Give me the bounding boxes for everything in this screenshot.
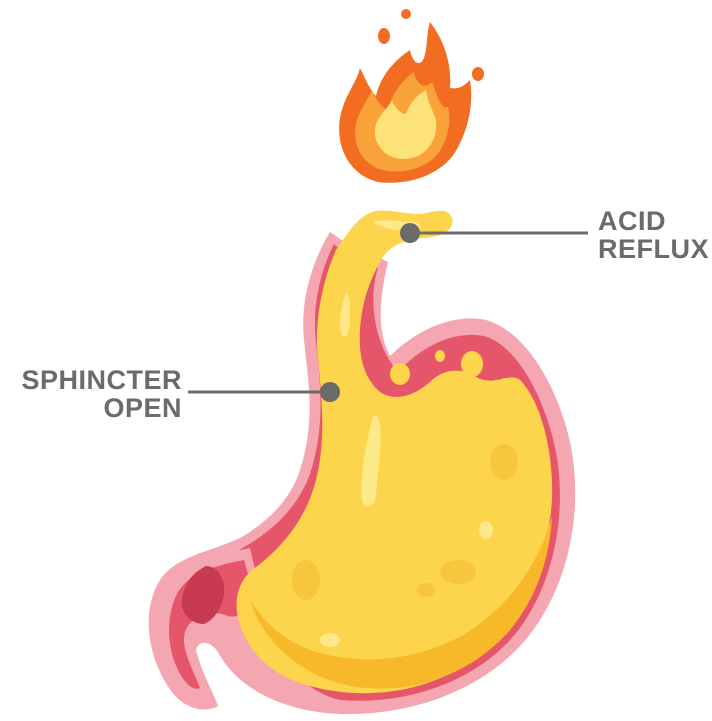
sphincter-open-label-line2: OPEN bbox=[10, 394, 182, 422]
acid-bubble bbox=[490, 444, 518, 480]
acid-bubble bbox=[440, 560, 476, 584]
flame-spark bbox=[378, 28, 390, 44]
acid-bubble bbox=[499, 378, 511, 390]
acid-reflux-label-line2: REFLUX bbox=[598, 235, 709, 263]
acid-bubble bbox=[417, 583, 435, 597]
acid-bubble bbox=[479, 521, 493, 539]
acid-bubble bbox=[390, 363, 410, 385]
flame-icon bbox=[339, 9, 484, 183]
stomach-illustration bbox=[149, 211, 576, 714]
acid-bubble bbox=[461, 351, 483, 377]
sphincter-open-label: SPHINCTER OPEN bbox=[10, 366, 182, 422]
acid-reflux-label: ACID REFLUX bbox=[598, 207, 709, 263]
acid-reflux-label-line1: ACID bbox=[598, 207, 709, 235]
acid-bubble bbox=[435, 350, 445, 362]
flame-spark bbox=[401, 9, 411, 19]
acid-bubble bbox=[320, 633, 340, 647]
flame-spark bbox=[472, 67, 484, 81]
acid-bubble bbox=[292, 560, 320, 600]
sphincter-open-label-line1: SPHINCTER bbox=[10, 366, 182, 394]
